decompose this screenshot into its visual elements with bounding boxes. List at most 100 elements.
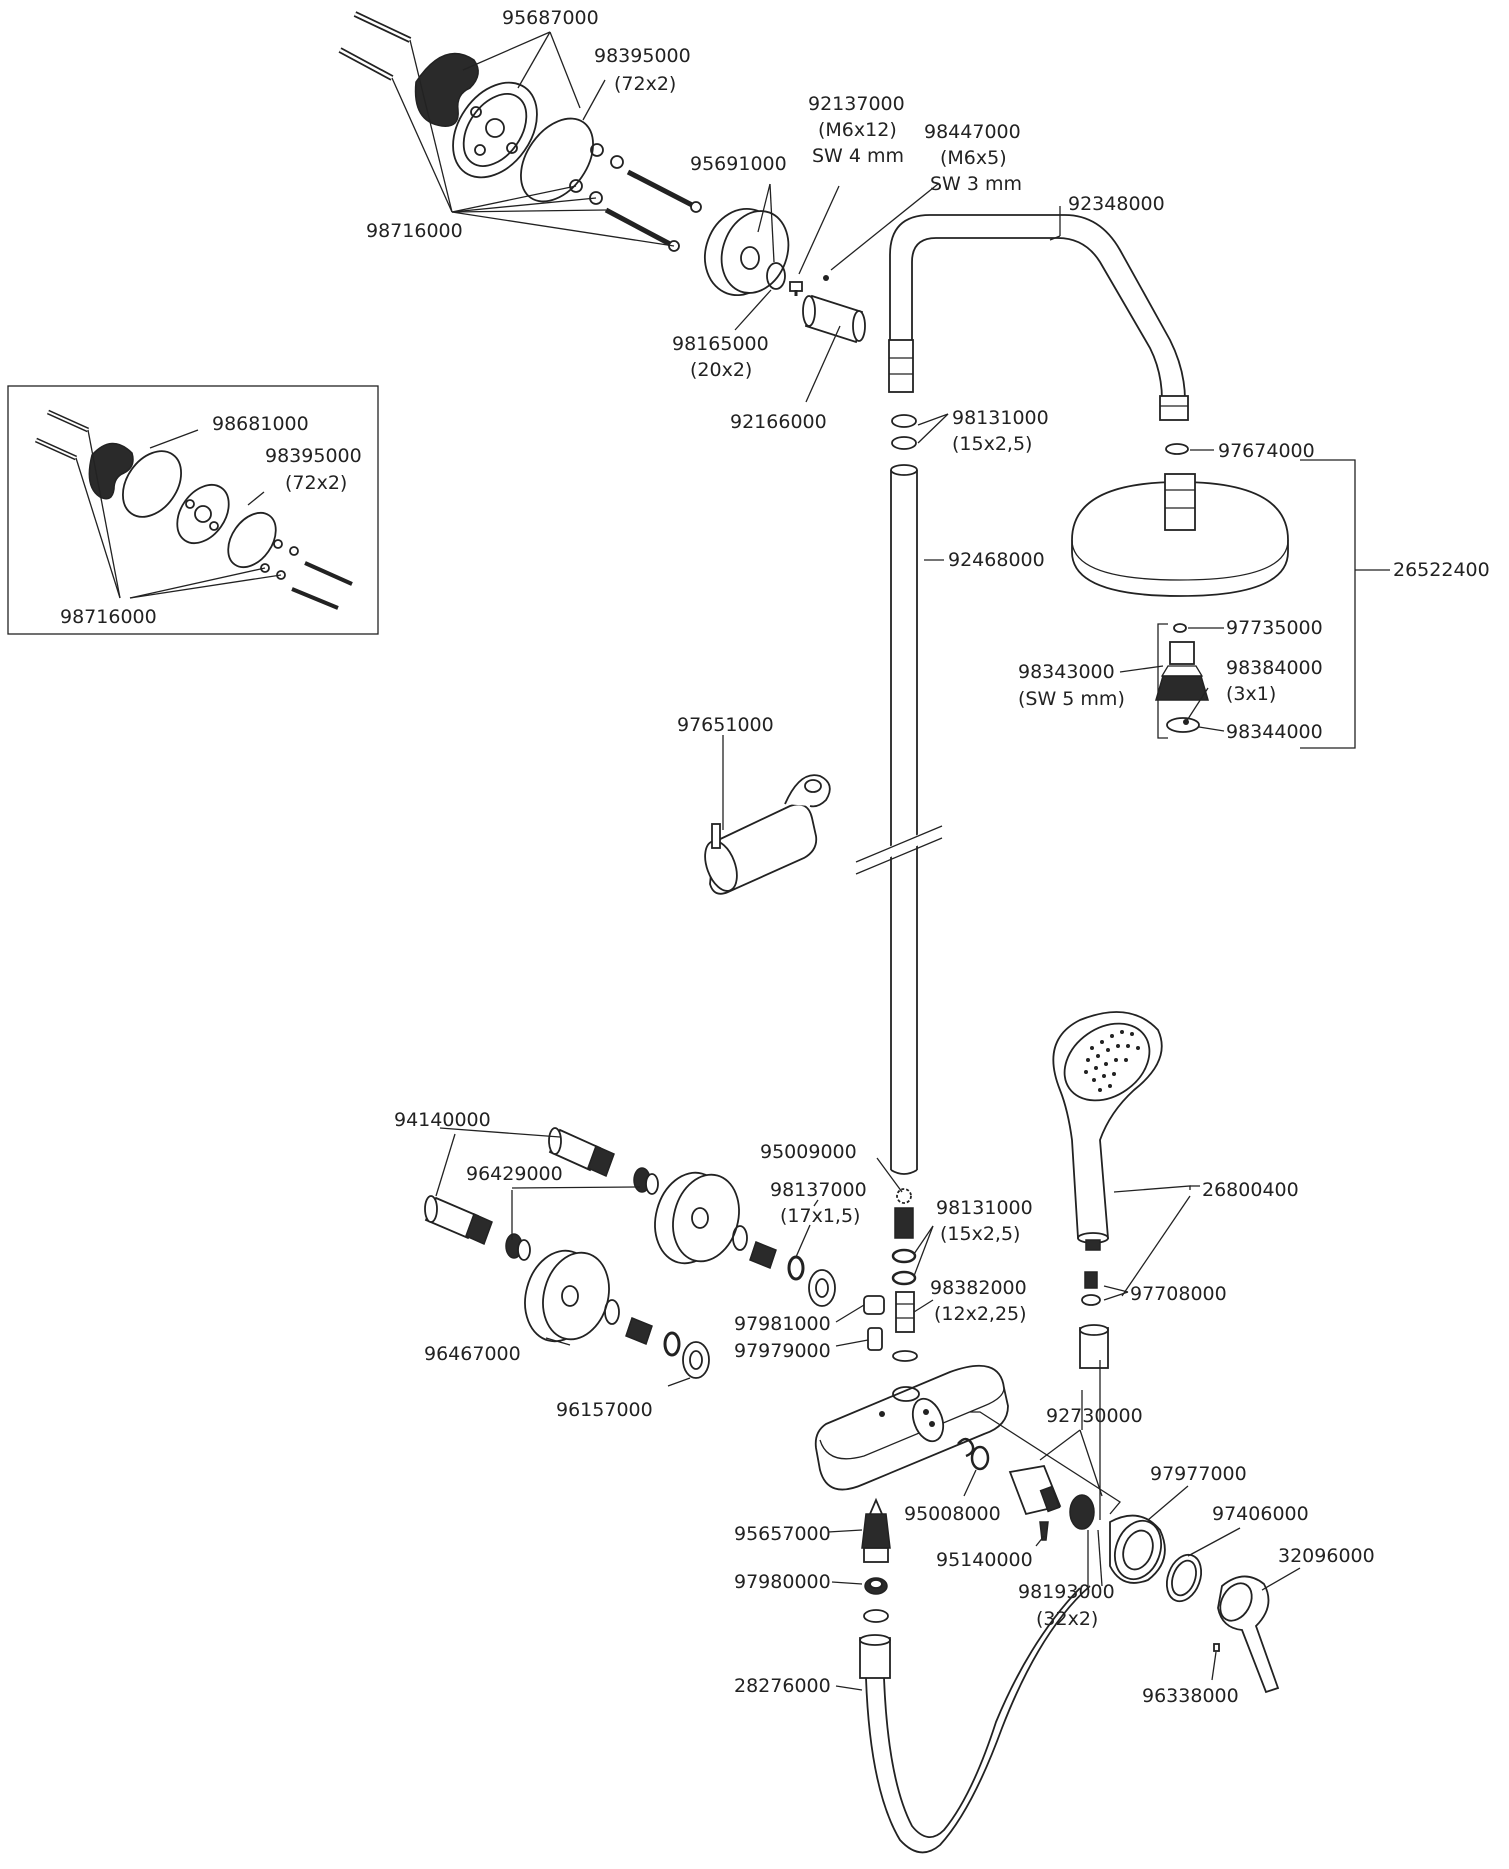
label-98131000-bot: 98131000 <box>936 1197 1033 1219</box>
label-96467000: 96467000 <box>424 1343 521 1365</box>
diverter-small-parts: 95009000 98137000 (17x1,5) 98131000 (15x… <box>734 1141 1033 1362</box>
o-ring-98137000-upper <box>787 1255 805 1281</box>
connector-92166000 <box>802 294 866 344</box>
label-95691000: 95691000 <box>690 153 787 175</box>
label-97674000: 97674000 <box>1218 440 1315 462</box>
label-92137000: 92137000 <box>808 93 905 115</box>
valve-insert-98382000 <box>895 1291 915 1333</box>
top-washers <box>569 143 624 205</box>
check-valve-upper <box>749 1241 777 1269</box>
label-98395000-inset: 98395000 <box>265 445 362 467</box>
label-92468000: 92468000 <box>948 549 1045 571</box>
label-97977000: 97977000 <box>1150 1463 1247 1485</box>
label-95008000: 95008000 <box>904 1503 1001 1525</box>
label-95009000: 95009000 <box>760 1141 857 1163</box>
washer-97674000 <box>1165 443 1189 455</box>
filter-sleeve <box>894 1207 914 1239</box>
cartridge-92730000 <box>1008 1464 1095 1530</box>
top-wall-mount: 95687000 98395000 (72x2) 98716000 956910… <box>338 7 1022 433</box>
label-92137000-sw: SW 4 mm <box>812 145 904 167</box>
label-98395000-top: 98395000 <box>594 45 691 67</box>
slider-97651000: 97651000 <box>677 714 831 895</box>
inset-gasket-plate <box>88 442 134 500</box>
hose-nipple-97708000 <box>1084 1271 1098 1289</box>
inset-wall-mount-box: 98681000 98395000 (72x2) 98716000 <box>7 385 379 635</box>
label-98382000-size: (12x2,25) <box>934 1303 1027 1325</box>
label-97981000: 97981000 <box>734 1313 831 1335</box>
inset-screws <box>291 561 353 610</box>
diverter-cartridge-95657000: 95657000 <box>734 1497 891 1563</box>
o-ring-98131000-b <box>891 1270 917 1286</box>
inset-cover-plate <box>122 450 182 518</box>
label-98193000-size: (32x2) <box>1036 1608 1098 1630</box>
label-98382000: 98382000 <box>930 1277 1027 1299</box>
gasket-plate <box>414 52 479 127</box>
washer-hose-top <box>863 1609 889 1623</box>
label-95140000: 95140000 <box>936 1549 1033 1571</box>
seal-upper <box>732 1225 748 1251</box>
label-98343000: 98343000 <box>1018 661 1115 683</box>
label-92348000: 92348000 <box>1068 193 1165 215</box>
label-26522400: 26522400 <box>1393 559 1490 581</box>
riser-pipe-92468000: 92468000 98131000 (15x2,5) <box>854 407 1049 1175</box>
inset-washers <box>260 539 299 580</box>
label-97708000: 97708000 <box>1130 1283 1227 1305</box>
label-96157000: 96157000 <box>556 1399 653 1421</box>
anchor-bolts <box>338 11 412 81</box>
nut-96157000-lower <box>682 1341 710 1379</box>
label-98165000: 98165000 <box>672 333 769 355</box>
label-95657000: 95657000 <box>734 1523 831 1545</box>
label-98395000-top-size: (72x2) <box>614 73 676 95</box>
inset-anchor-bolts <box>34 409 90 461</box>
label-96338000: 96338000 <box>1142 1685 1239 1707</box>
cartridge-98343000 <box>1155 641 1209 701</box>
ring-97406000 <box>1165 1553 1203 1603</box>
clip-95008000 <box>957 1437 975 1458</box>
shower-hose-28276000: 28276000 <box>734 1585 1091 1854</box>
label-98716000-top: 98716000 <box>366 220 463 242</box>
label-98137000-size: (17x1,5) <box>780 1205 860 1227</box>
shower-head-disc <box>1071 473 1289 597</box>
label-98447000: 98447000 <box>924 121 1021 143</box>
nut-96157000-upper <box>808 1269 836 1307</box>
sleeve-97977000 <box>1109 1514 1166 1584</box>
left-connection-parts: 94140000 96429000 96467000 96157000 <box>394 1109 836 1421</box>
hand-shower-26800400: 26800400 97708000 <box>1052 1011 1299 1369</box>
label-94140000: 94140000 <box>394 1109 491 1131</box>
grub-screw-m6x5 <box>823 275 829 281</box>
label-98193000: 98193000 <box>1018 1581 1115 1603</box>
clip-95009000 <box>896 1188 912 1204</box>
thermostat-cartridge-parts: 92730000 97977000 95008000 97406000 9514… <box>904 1360 1375 1707</box>
label-32096000: 32096000 <box>1278 1545 1375 1567</box>
o-ring-20x2 <box>766 262 786 290</box>
check-valve-lower <box>625 1317 653 1345</box>
plate-98344000 <box>1166 717 1200 733</box>
label-92730000: 92730000 <box>1046 1405 1143 1427</box>
overhead-arm-92348000: 92348000 <box>888 193 1189 421</box>
screw-97735000 <box>1173 623 1187 633</box>
plug-97981000 <box>863 1295 885 1315</box>
nipple-96429000-lower <box>505 1233 531 1261</box>
label-98716000-inset: 98716000 <box>60 606 157 628</box>
label-97651000: 97651000 <box>677 714 774 736</box>
label-97980000: 97980000 <box>734 1571 831 1593</box>
o-ring-72x2 <box>520 117 594 203</box>
label-92137000-size: (M6x12) <box>818 119 897 141</box>
label-95687000: 95687000 <box>502 7 599 29</box>
s-union-94140000-upper <box>548 1127 615 1178</box>
inset-o-ring <box>227 511 277 569</box>
label-28276000: 28276000 <box>734 1675 831 1697</box>
label-96429000: 96429000 <box>466 1163 563 1185</box>
nipple-96429000-upper <box>633 1167 659 1195</box>
seal-lower <box>604 1299 620 1325</box>
top-screws <box>604 169 702 252</box>
s-union-94140000-lower <box>424 1195 493 1246</box>
overhead-shower-26522400: 97674000 26522400 97735000 98343000 (SW … <box>1018 440 1490 749</box>
screw-96338000 <box>1213 1643 1220 1652</box>
thermostat-body <box>814 1364 1009 1491</box>
label-97979000: 97979000 <box>734 1340 831 1362</box>
label-98395000-inset-size: (72x2) <box>285 472 347 494</box>
seal-97980000: 97980000 <box>734 1571 888 1595</box>
label-98384000: 98384000 <box>1226 657 1323 679</box>
